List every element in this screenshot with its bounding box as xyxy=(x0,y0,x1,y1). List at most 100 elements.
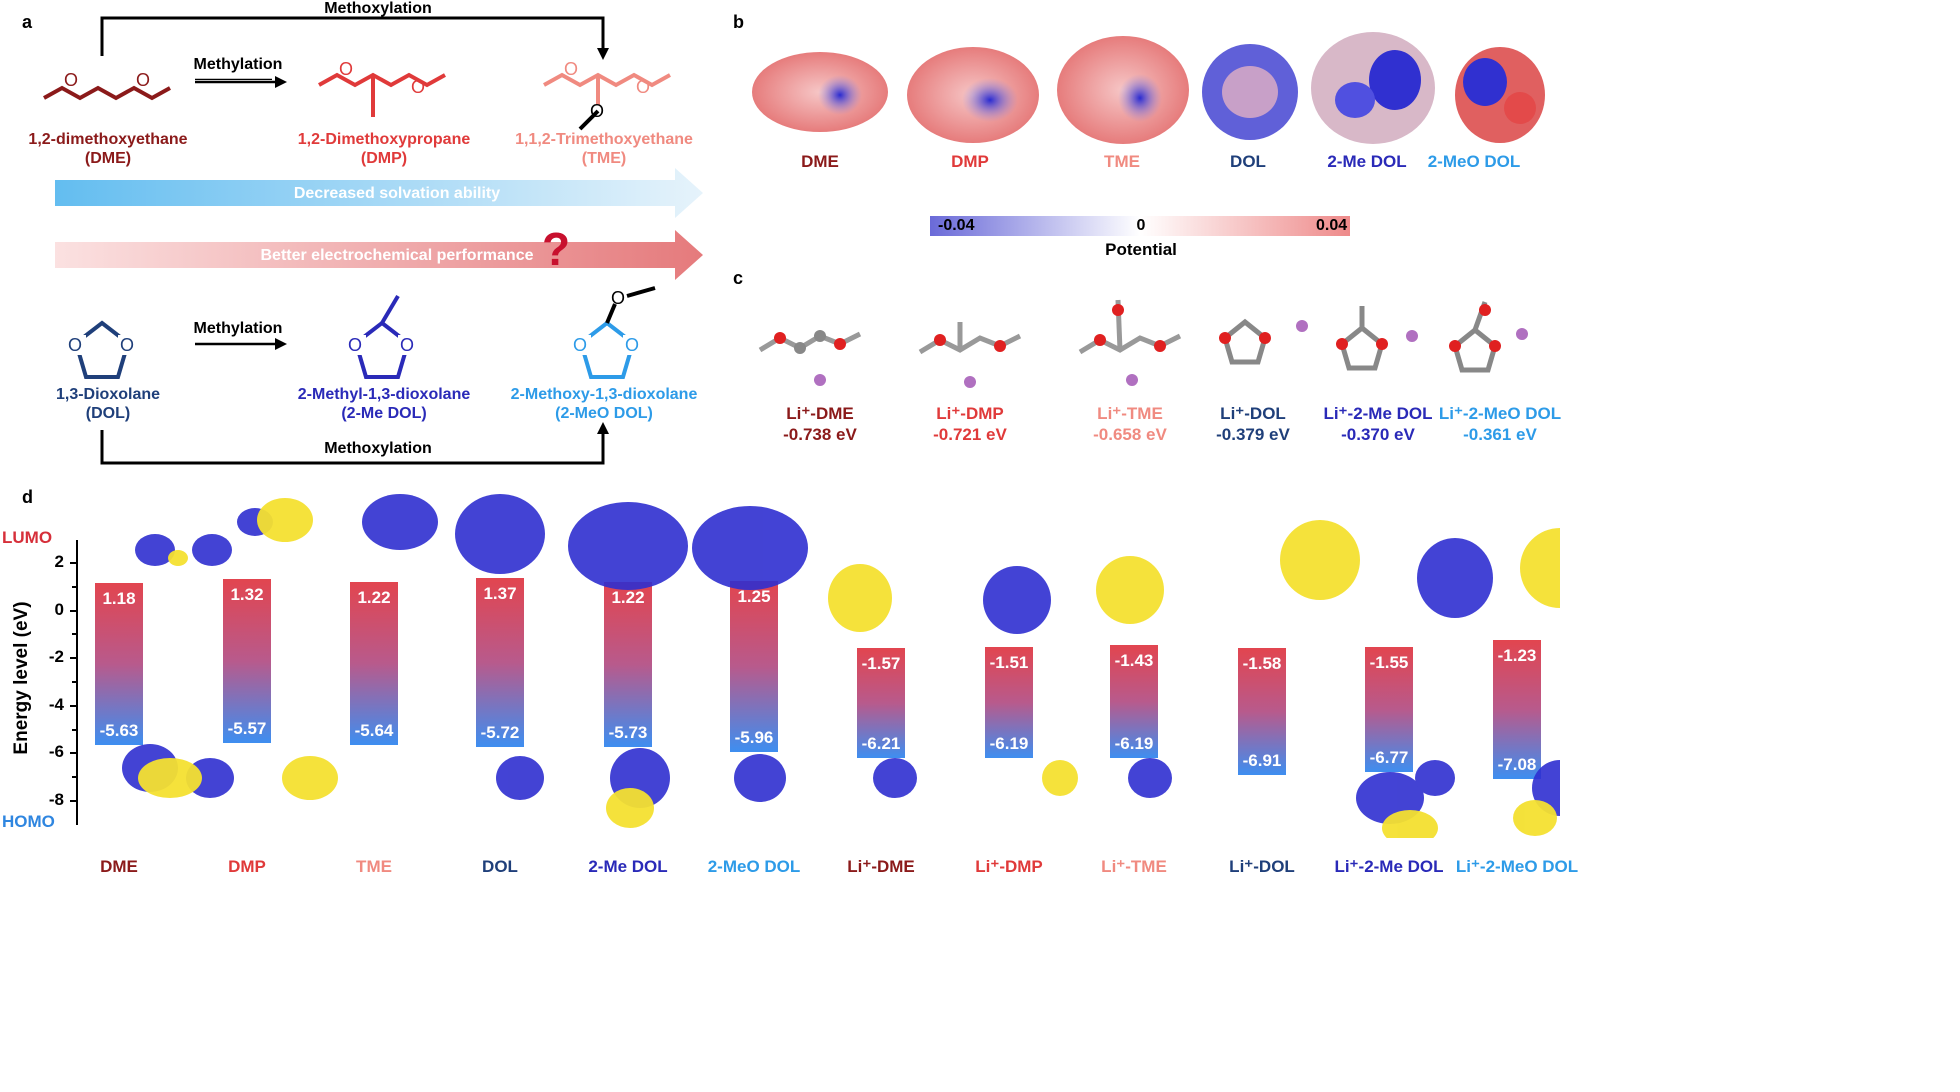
energy-gap-bar: -1.43-6.19 xyxy=(1110,644,1158,758)
homo-value: -6.91 xyxy=(1242,751,1282,771)
dme-structure: O O xyxy=(43,70,171,101)
scale-title: Potential xyxy=(1105,240,1177,259)
li-dmp-structure xyxy=(918,322,1022,388)
y-axis-line xyxy=(76,540,78,825)
svg-text:O: O xyxy=(625,335,639,355)
svg-text:O: O xyxy=(411,77,425,97)
li-meodol-name: Li⁺-2-MeO DOL xyxy=(1438,404,1562,423)
y-tick-label: -2 xyxy=(48,647,64,667)
methylation-bottom-arrow xyxy=(195,338,287,350)
lumo-value: 1.37 xyxy=(483,583,517,603)
svg-text:O: O xyxy=(573,335,587,355)
performance-band-arrow xyxy=(55,230,703,280)
energy-gap-bar: -1.51 -6.19 xyxy=(985,646,1033,758)
category-label: Li⁺-DME xyxy=(847,857,915,876)
li-meodol-energy: -0.361 eV xyxy=(1463,425,1537,444)
li-medol-structure xyxy=(1336,306,1418,371)
li-dol-name: Li⁺-DOL xyxy=(1220,404,1286,423)
energy-gap-bar: 1.18 -5.63 xyxy=(95,582,143,745)
esp-dme xyxy=(752,52,888,132)
esp-tme xyxy=(1057,36,1189,144)
svg-text:O: O xyxy=(611,288,625,308)
esp-meodol xyxy=(1455,47,1545,143)
medol-structure: O O xyxy=(348,294,416,379)
li-medol-energy: -0.370 eV xyxy=(1341,425,1415,444)
dol-name: 1,3-Dioxolane xyxy=(55,386,161,403)
y-tick xyxy=(70,752,76,755)
li-medol-label: Li⁺-2-Me DOL -0.370 eV xyxy=(1323,403,1432,445)
y-tick-label: -6 xyxy=(48,742,64,762)
homo-value: -5.63 xyxy=(99,720,139,740)
solvation-band-arrow xyxy=(55,168,703,218)
dol-abbr: (DOL) xyxy=(85,405,131,422)
esp-label-dmp: DMP xyxy=(951,152,989,171)
esp-label-dme: DME xyxy=(801,152,839,171)
y-tick xyxy=(70,562,76,564)
category-label: DMP xyxy=(228,857,266,876)
energy-gap-bar: -1.57 -6.21 xyxy=(857,647,905,759)
li-meodol-structure xyxy=(1449,301,1528,373)
lumo-value: -1.51 xyxy=(989,652,1029,672)
homo-value: -5.64 xyxy=(354,720,394,740)
li-meodol-label: Li⁺-2-MeO DOL -0.361 eV xyxy=(1439,403,1561,445)
li-tme-energy: -0.658 eV xyxy=(1093,425,1167,444)
svg-text:O: O xyxy=(136,70,150,90)
lumo-value: 1.18 xyxy=(102,588,136,608)
potential-color-scale xyxy=(930,216,1350,236)
y-tick xyxy=(70,657,76,660)
esp-dmp xyxy=(907,47,1039,143)
li-tme-structure xyxy=(1078,299,1182,386)
homo-label: HOMO xyxy=(2,812,55,831)
methylation-bottom-label: Methylation xyxy=(193,320,283,337)
li-complex-structures xyxy=(758,299,1528,388)
y-minor-tick xyxy=(72,633,76,636)
li-dme-structure xyxy=(758,330,862,386)
scale-mid-label: 0 xyxy=(1136,217,1146,234)
lumo-label: LUMO xyxy=(2,528,53,547)
y-tick xyxy=(70,609,76,612)
tme-structure: O O O xyxy=(543,59,671,131)
lumo-value: -1.58 xyxy=(1242,654,1282,674)
li-dmp-energy: -0.721 eV xyxy=(933,425,1007,444)
y-minor-tick xyxy=(72,776,76,779)
lumo-value: 1.22 xyxy=(611,587,645,607)
esp-label-medol: 2-Me DOL xyxy=(1327,152,1407,171)
medol-name: 2-Methyl-1,3-dioxolane xyxy=(297,386,471,403)
dmp-abbr: (DMP) xyxy=(360,150,408,167)
homo-value: -6.19 xyxy=(989,733,1029,753)
svg-text:O: O xyxy=(636,77,650,97)
solvation-band-label: Decreased solvation ability xyxy=(293,185,501,202)
dol-structure: O O xyxy=(68,320,136,379)
methylation-top-arrow xyxy=(195,76,287,88)
energy-gap-bar: 1.37-5.72 xyxy=(476,577,524,747)
panel-b-letter: b xyxy=(733,12,744,32)
li-medol-name: Li⁺-2-Me DOL xyxy=(1323,404,1433,423)
svg-text:O: O xyxy=(564,59,578,79)
category-label: DOL xyxy=(482,857,518,876)
y-tick-label: -4 xyxy=(48,694,64,714)
li-dol-energy: -0.379 eV xyxy=(1216,425,1290,444)
y-axis-title: Energy level (eV) xyxy=(11,601,32,755)
svg-text:O: O xyxy=(120,335,134,355)
scale-min-label: -0.04 xyxy=(938,217,975,234)
methylation-top-label: Methylation xyxy=(193,56,283,73)
lumo-value: -1.43 xyxy=(1114,650,1154,670)
svg-text:O: O xyxy=(400,335,414,355)
category-label: 2-MeO DOL xyxy=(707,857,801,876)
esp-label-meodol: 2-MeO DOL xyxy=(1427,152,1521,171)
homo-value: -5.57 xyxy=(227,719,267,739)
meodol-abbr: (2-MeO DOL) xyxy=(555,405,653,422)
performance-band-label: Better electrochemical performance xyxy=(260,247,534,264)
svg-text:O: O xyxy=(68,335,82,355)
tme-abbr: (TME) xyxy=(581,150,627,167)
lumo-value: -1.57 xyxy=(861,653,901,673)
homo-value: -5.96 xyxy=(734,728,774,748)
svg-text:O: O xyxy=(64,70,78,90)
li-dol-label: Li⁺-DOL -0.379 eV xyxy=(1216,403,1290,445)
category-label: TME xyxy=(356,857,392,876)
methoxylation-bottom-label: Methoxylation xyxy=(324,440,432,457)
y-tick-label: 2 xyxy=(54,552,64,571)
dme-name: 1,2-dimethoxyethane xyxy=(28,131,188,148)
homo-value: -6.21 xyxy=(861,734,901,754)
y-minor-tick xyxy=(72,728,76,731)
